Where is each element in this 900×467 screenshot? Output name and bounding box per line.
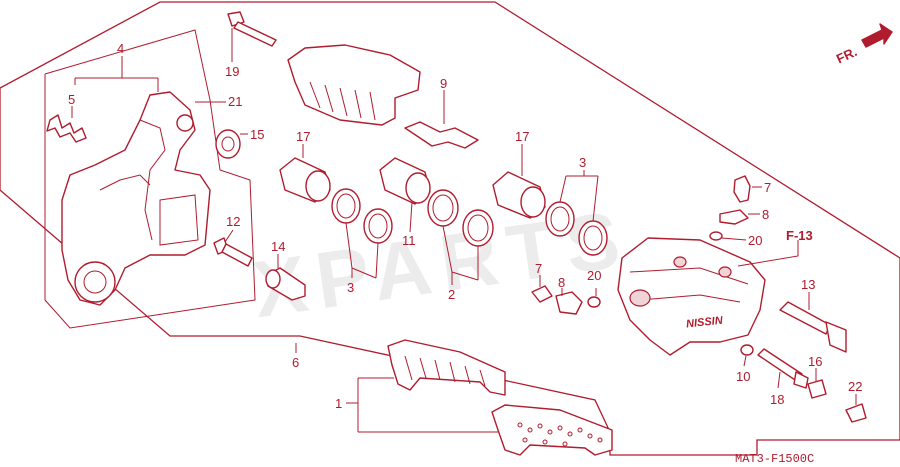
piston-seal-2-b[interactable] xyxy=(462,209,494,247)
callout-8-upper: 8 xyxy=(762,207,769,222)
callout-11: 11 xyxy=(402,233,416,248)
bracket-group-border xyxy=(44,29,256,329)
diagram-code: MAT3-F1500C xyxy=(735,452,814,466)
bleeder-cap-8-lower[interactable] xyxy=(555,291,583,315)
assembly-border xyxy=(0,1,900,456)
front-direction-arrow: FR. xyxy=(834,23,893,66)
callout-1: 1 xyxy=(335,396,342,411)
piston-seal-3-left-b[interactable] xyxy=(363,208,393,244)
piston-17-left[interactable] xyxy=(279,157,331,203)
brake-pad-inner[interactable] xyxy=(287,44,421,126)
piston-17-middle[interactable] xyxy=(379,157,431,205)
callout-20-upper: 20 xyxy=(748,233,762,248)
callout-numbers: 4 5 21 19 15 12 14 9 17 17 3 11 2 3 7 8 … xyxy=(68,41,862,411)
callout-15: 15 xyxy=(250,127,264,142)
washer-20-upper[interactable] xyxy=(709,231,723,241)
piston-seal-3-right-a[interactable] xyxy=(545,201,575,237)
plug-16[interactable] xyxy=(807,379,827,399)
brake-pad-set-lower[interactable] xyxy=(491,404,613,456)
callout-12: 12 xyxy=(226,214,240,229)
callout-20-lower: 20 xyxy=(587,268,601,283)
bolt-19[interactable] xyxy=(227,11,277,47)
callout-8-lower: 8 xyxy=(558,275,565,290)
callout-13: 13 xyxy=(801,277,815,292)
callout-3-left: 3 xyxy=(347,280,354,295)
cap-22[interactable] xyxy=(845,403,867,423)
o-ring-10[interactable] xyxy=(740,344,754,356)
caliper-bracket[interactable] xyxy=(61,91,211,306)
callout-10: 10 xyxy=(736,369,750,384)
pin-bolt-13[interactable] xyxy=(779,301,847,353)
pad-pin-18[interactable] xyxy=(757,348,809,389)
caliper-body[interactable]: NISSIN xyxy=(617,237,766,356)
rubber-boot-14[interactable] xyxy=(265,267,306,301)
callout-22: 22 xyxy=(848,379,862,394)
bleeder-screw-7-upper[interactable] xyxy=(733,175,751,203)
pad-spring-9[interactable] xyxy=(404,121,479,149)
callout-4: 4 xyxy=(117,41,124,56)
callout-9: 9 xyxy=(440,76,447,91)
bleeder-cap-8-upper[interactable] xyxy=(719,209,749,225)
front-direction-label: FR. xyxy=(834,44,859,66)
callout-7-lower: 7 xyxy=(535,261,542,276)
callout-18: 18 xyxy=(770,392,784,407)
callout-7-upper: 7 xyxy=(764,180,771,195)
washer-20-lower[interactable] xyxy=(587,296,601,308)
nissin-logo-text: NISSIN xyxy=(686,315,725,331)
pin-bolt-12[interactable] xyxy=(213,237,253,267)
callout-17-left: 17 xyxy=(296,129,310,144)
bleeder-screw-7-lower[interactable] xyxy=(531,285,553,303)
piston-17-right[interactable] xyxy=(492,171,546,219)
callout-3-right: 3 xyxy=(579,155,586,170)
pad-spring-clip[interactable] xyxy=(46,114,87,143)
callout-21: 21 xyxy=(228,94,242,109)
callout-5: 5 xyxy=(68,92,75,107)
callout-16: 16 xyxy=(808,354,822,369)
callout-14: 14 xyxy=(271,239,285,254)
callout-2: 2 xyxy=(448,287,455,302)
piston-seal-3-left-a[interactable] xyxy=(331,188,361,224)
reference-f13: F-13 xyxy=(786,228,813,243)
leader-lines xyxy=(71,28,857,433)
callout-6: 6 xyxy=(292,355,299,370)
callout-19: 19 xyxy=(225,64,239,79)
piston-seal-3-right-b[interactable] xyxy=(578,220,608,256)
brake-pad-set-upper[interactable] xyxy=(387,339,506,396)
piston-seal-2-a[interactable] xyxy=(427,189,459,227)
collar-15[interactable] xyxy=(215,129,241,159)
callout-17-right: 17 xyxy=(515,129,529,144)
